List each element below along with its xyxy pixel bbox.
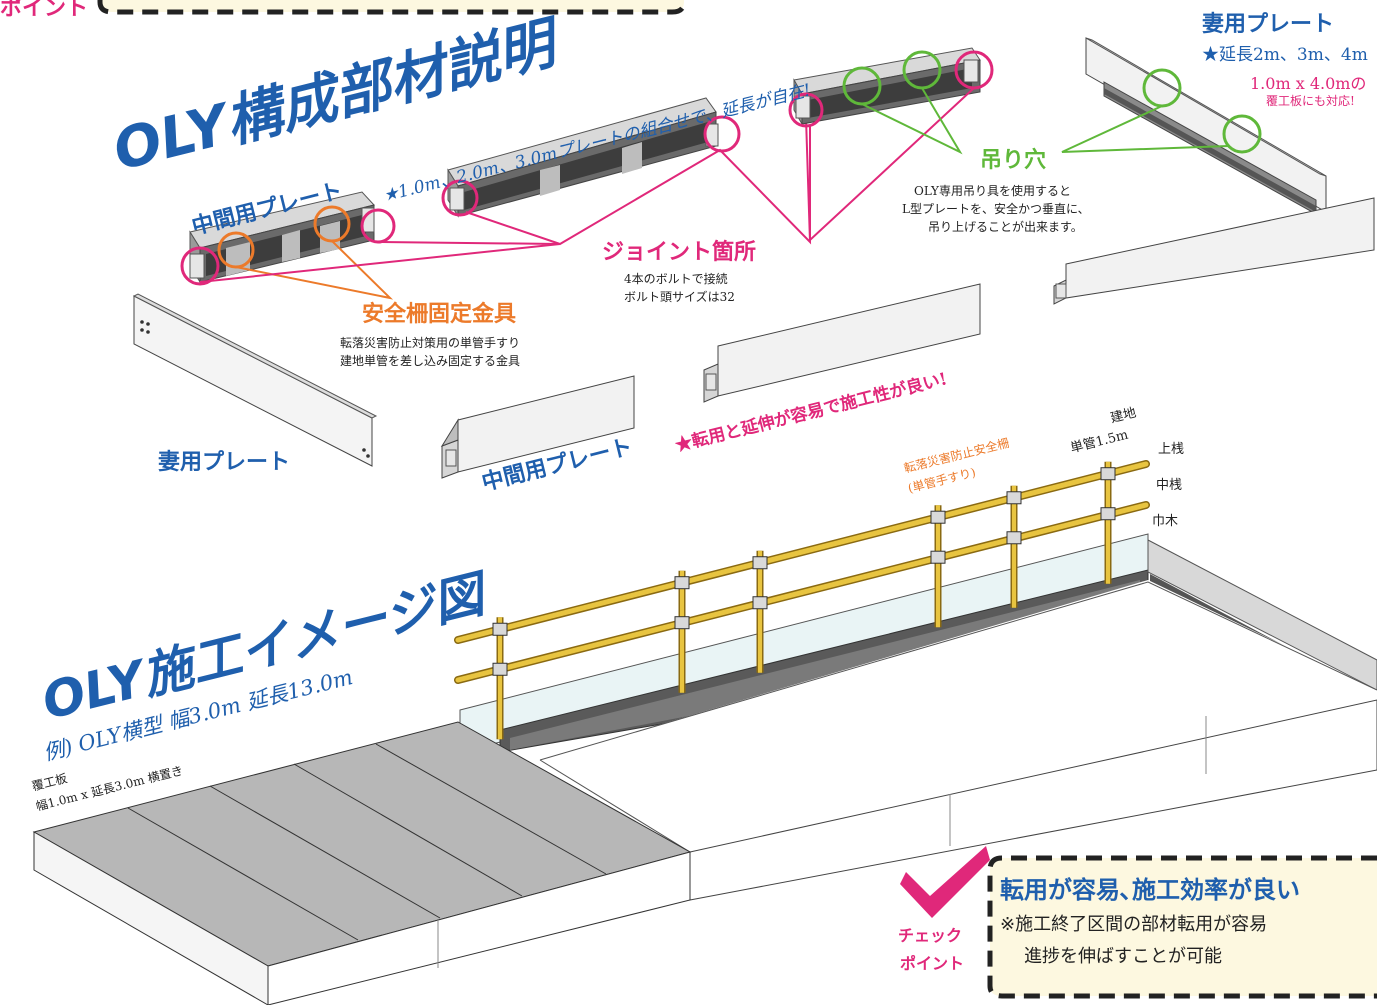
mid-rail-label: 中桟 [1156,478,1183,493]
safety-fitting-line2: 建地単管を差し込み固定する金具 [340,354,521,368]
toe-board-label: 巾木 [1152,514,1179,529]
joint-line2: ボルト頭サイズは32 [624,290,735,304]
middle-plate-long [447,97,719,218]
rail-clamp [1006,531,1022,545]
construction-frame [459,533,1377,901]
rail-clamp [752,596,768,610]
rail-clamp [674,616,690,630]
checkpoint-line2: 進捗を伸ばすことが可能 [1024,946,1222,967]
checkpoint-box [987,855,1377,999]
rail-clamp [1006,491,1022,505]
rail-clamp [930,510,946,524]
hanging-hole-title: 吊り穴 [980,148,1047,173]
end-plate-right-note1: ★延長2m、3m、4m [1202,45,1368,65]
rail-clamp [492,622,508,636]
joint-marker [180,246,220,286]
joint-line1: 4本のボルトで接続 [624,272,728,286]
hanging-hole-marker [1222,114,1262,154]
cover-plates [32,721,692,1005]
top-fragment-text: ポイント [0,0,89,21]
safety-fitting-title: 安全柵固定金具 [362,302,517,327]
check-mark-icon [900,846,990,918]
rail-clamp [930,550,946,564]
checkpoint-line1: ※施工終了区間の部材転用が容易 [1000,914,1268,935]
hanging-hole-line1: OLY専用吊り具を使用すると [914,184,1071,198]
checkpoint-badge1: チェック [898,926,963,945]
l-plate-right [1053,197,1375,305]
end-plate-right-label: 妻用プレート [1202,12,1335,37]
top-rail-label: 上桟 [1158,442,1185,457]
l-plate-middle [703,283,981,403]
joint-marker [441,179,479,217]
l-plate-lower [440,375,635,479]
safety-fitting-line1: 転落災害防止対策用の単管手すり [340,336,521,350]
railing-posts [492,461,1116,740]
hanging-hole-line3: 吊り上げることが出来ます。 [928,220,1083,234]
end-plate-right-note3: 覆工板にも対応! [1266,94,1355,108]
middle-plate-short [793,47,981,126]
rail-clamp [1100,507,1116,521]
top-note-box [97,0,687,15]
end-plate-left-label: 妻用プレート [158,450,291,475]
rail-clamp [492,662,508,676]
rail-clamp [752,556,768,570]
rail-clamp [674,576,690,590]
joint-marker [788,92,824,128]
end-plate-left [132,293,378,467]
rail-clamp [1100,467,1116,481]
checkpoint-badge2: ポイント [900,954,965,973]
end-plate-right-note2: 1.0m x 4.0mの [1250,74,1367,93]
hanging-hole-line2: L型プレートを、安全かつ垂直に、 [902,202,1090,216]
checkpoint-headline: 転用が容易､施工効率が良い [1000,876,1300,904]
safety-railing [454,460,1150,684]
joint-title: ジョイント箇所 [602,240,757,265]
